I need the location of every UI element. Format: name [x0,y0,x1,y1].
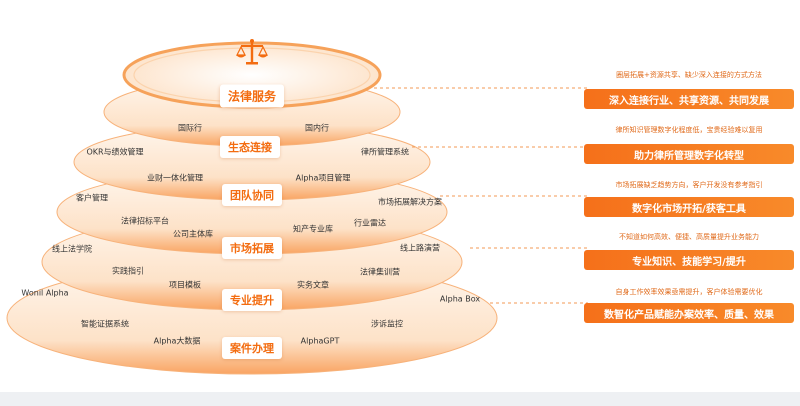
item-domestic: 国内行 [305,123,329,133]
item-roadshow: 线上路演营 [400,243,440,253]
callout-box-1: 深入连接行业、共享资源、共同发展 [584,89,794,109]
item-articles: 实务文章 [297,280,329,290]
item-evidence: 智能证据系统 [81,319,129,329]
tier-label-legal-service: 法律服务 [219,84,285,108]
item-radar: 行业雷达 [354,218,386,228]
callout-box-3: 数字化市场开拓/获客工具 [584,197,794,217]
item-wonil-alpha: Wonil Alpha [21,288,69,298]
item-customer: 客户管理 [76,193,108,203]
callout-note-4: 不知道如何高效、便捷、高质量提升业务能力 [619,233,759,241]
callout-box-2: 助力律所管理数字化转型 [584,144,794,164]
item-entity-db: 公司主体库 [173,229,213,239]
scales-of-justice-icon [236,39,268,65]
item-project-mgmt: Alpha项目管理 [295,173,351,183]
item-international: 国际行 [178,123,202,133]
item-template: 项目模板 [169,280,201,290]
item-alphagpt: AlphaGPT [300,336,340,346]
item-ip-db: 知产专业库 [293,224,333,234]
callout-note-5: 自身工作效率效果亟需提升，客户体验需要优化 [615,288,763,296]
callout-box-4: 专业知识、技能学习/提升 [584,250,794,270]
callout-box-5: 数智化产品赋能办案效率、质量、效果 [584,303,794,323]
footer-strip [0,392,800,406]
item-okr: OKR与绩效管理 [86,147,144,157]
item-alpha-box: Alpha Box [439,294,481,304]
tier-label-ecosystem: 生态连接 [220,136,280,158]
item-alpha-bigdata: Alpha大数据 [153,336,201,346]
tier-label-team: 团队协同 [222,184,282,206]
callout-note-3: 市场拓展缺乏趋势方向，客户开发没有参考指引 [615,181,763,189]
callout-note-2: 律所知识管理数字化程度低，宝贵经验难以复用 [615,126,763,134]
item-tender: 法律招标平台 [121,216,169,226]
item-bootcamp: 法律集训营 [360,267,400,277]
tier-label-market: 市场拓展 [222,237,282,259]
tier-label-professional: 专业提升 [222,289,282,311]
item-online-academy: 线上法学院 [52,244,92,254]
item-market-solution: 市场拓展解决方案 [378,197,442,207]
item-practice-guide: 实践指引 [112,266,144,276]
item-firm-mgmt: 律所管理系统 [361,147,409,157]
item-finance: 业财一体化管理 [147,173,203,183]
callout-note-1: 圈层拓展+资源共享、缺少深入连接的方式方法 [616,71,762,79]
item-litigation-monitor: 涉诉监控 [371,319,403,329]
tier-label-case: 案件办理 [222,337,282,359]
